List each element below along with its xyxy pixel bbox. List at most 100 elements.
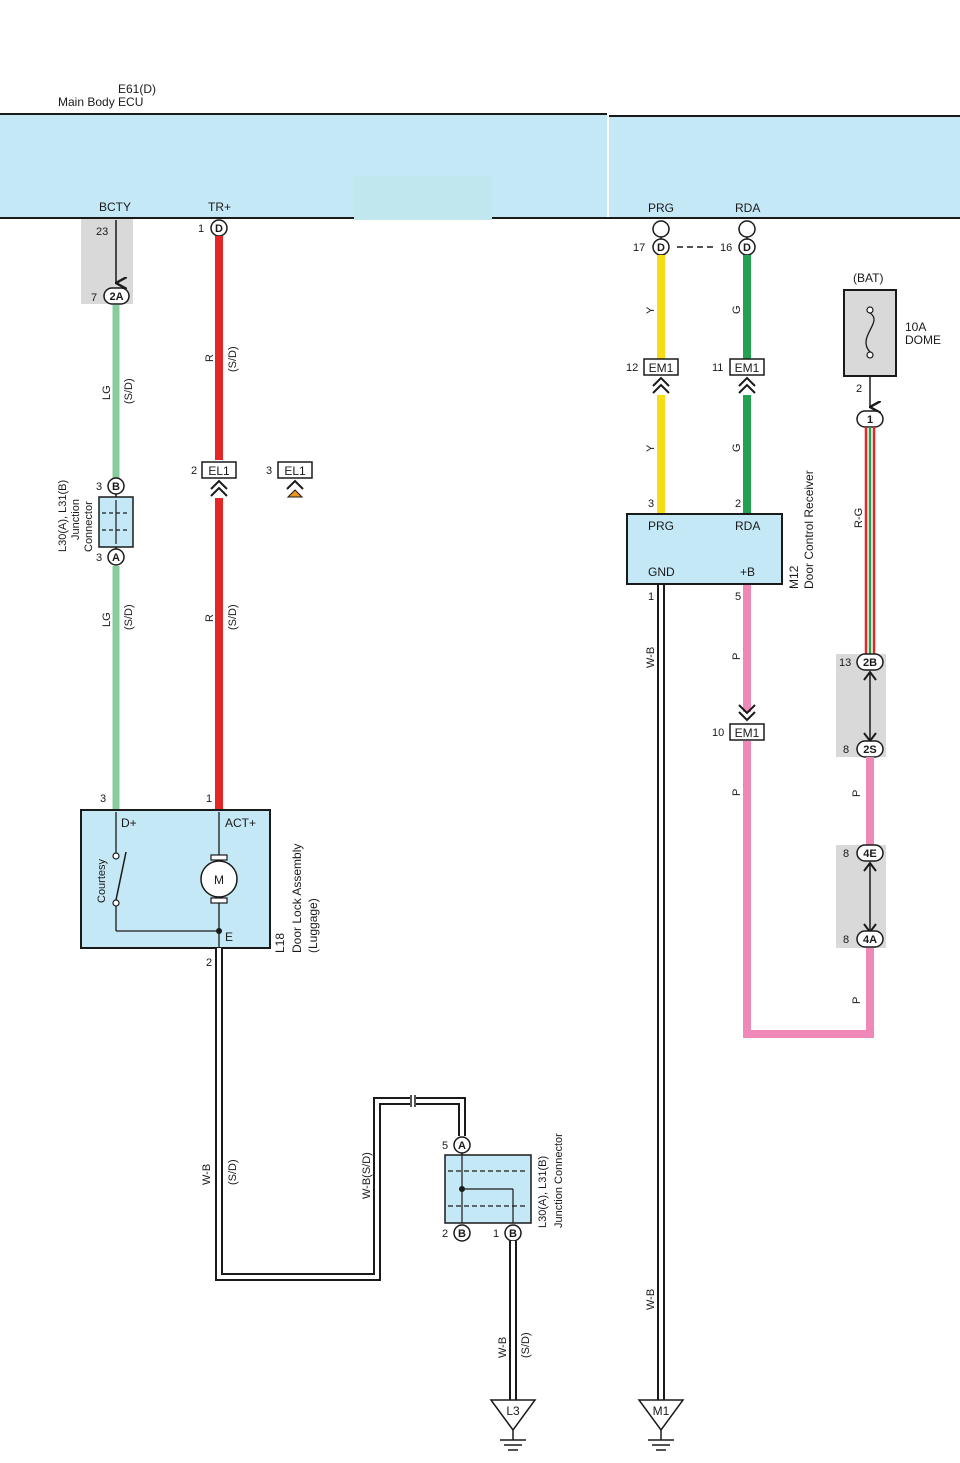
junction-connector-upper: B 3 A 3 L30(A), L31(B) Junction Connecto…	[57, 477, 134, 566]
receiver-circuit: 17 D 16 D Y Y G G 12 EM1 11 EM1 3 2	[626, 220, 874, 1451]
j4e-tag: 4E	[863, 848, 876, 860]
fuse-source: (BAT)	[853, 271, 883, 285]
wire-lg-note-2: (S/D)	[123, 604, 135, 630]
wire-y-code-2: Y	[645, 444, 657, 452]
jc-upper-pin-top: 3	[96, 481, 102, 493]
ecu-shade-patch	[354, 176, 492, 220]
bcty-circuit: 23 7 2A LG (S/D) LG (S/D) B 3 A 3 L30(A)…	[57, 219, 135, 810]
motor-icon	[200, 860, 238, 898]
door-lock-label-actplus: ACT+	[225, 816, 256, 830]
wire-r-code-2: R	[204, 614, 216, 622]
fuse-conn-tag: 1	[867, 414, 873, 426]
em1-y-pin: 12	[626, 362, 638, 374]
wire-p-code-3: P	[851, 790, 863, 797]
fuse-name: DOME	[905, 333, 941, 347]
door-lock-pin-actplus: 1	[206, 793, 212, 805]
jc-lower-tag-b2: B	[458, 1228, 466, 1240]
door-lock-name-1: Door Lock Assembly	[290, 844, 304, 953]
ecu-pin-label-prg: PRG	[648, 201, 674, 215]
door-lock-assembly: D+ ACT+ E Courtesy M L18 Door Lock Assem…	[80, 809, 320, 969]
ecu-body-right	[609, 116, 960, 218]
wire-wb-sd: W-B(S/D)	[361, 1152, 373, 1199]
em1-g-tag: EM1	[735, 361, 760, 375]
main-body-ecu: E61(D) Main Body ECU BCTY TR+ PRG RDA	[0, 82, 960, 220]
door-control-receiver: PRG RDA GND +B M12 Door Control Receiver	[626, 470, 816, 589]
motor-label: M	[214, 873, 224, 887]
wire-lg-code-1: LG	[101, 385, 113, 400]
wb-ground-left: W-B (S/D) W-B(S/D) 5 A B 2 B 1 L30(A), L…	[201, 948, 565, 1451]
jc-upper-tag-a: A	[112, 552, 120, 564]
fuse-rating: 10A	[905, 320, 926, 334]
wire-g-code-1: G	[731, 305, 743, 314]
ecu-pin-label-rda: RDA	[735, 201, 760, 215]
receiver-name: Door Control Receiver	[802, 470, 816, 589]
wire-p-code-1: P	[731, 653, 743, 660]
door-lock-pin-dplus: 3	[100, 793, 106, 805]
el1-b-pin: 3	[266, 465, 272, 477]
wire-g-code-2: G	[731, 443, 743, 452]
dome-fuse-circuit: (BAT) 10A DOME 2 1 R-G 13 2B 8 2S P 8 4E	[836, 271, 941, 1004]
junction-block-2b-2s	[836, 654, 886, 757]
jc-upper-title-3: Connector	[83, 501, 95, 552]
jc-lower-tag-b1: B	[509, 1228, 517, 1240]
receiver-label-rda: RDA	[735, 519, 760, 533]
em1-g-pin: 11	[712, 362, 723, 374]
rda-pin-number: 16	[720, 242, 732, 254]
door-lock-name-2: (Luggage)	[306, 898, 320, 953]
j2s-tag: 2S	[863, 744, 876, 756]
jc-upper-title-2: Junction	[70, 499, 82, 540]
prg-pin-number: 17	[633, 242, 645, 254]
wire-wb-code-4: W-B	[645, 1289, 657, 1310]
em1-p-tag: EM1	[735, 726, 760, 740]
j4a-tag: 4A	[863, 934, 877, 946]
jc-lower-pin-b2: 2	[442, 1228, 448, 1240]
ecu-code: E61(D)	[118, 82, 156, 96]
junction-2a-label: 2A	[109, 291, 123, 303]
wire-wb-note-1: (S/D)	[227, 1159, 239, 1185]
junction-2a-tag	[103, 287, 130, 305]
trplus-connector-tag: D	[215, 223, 223, 235]
jc-upper-title-1: L30(A), L31(B)	[57, 480, 69, 552]
receiver-label-b: +B	[740, 565, 755, 579]
wire-p-code-4: P	[851, 997, 863, 1004]
receiver-pin-gnd: 1	[648, 591, 654, 603]
ecu-pin-label-trplus: TR+	[208, 200, 231, 214]
j2s-pin: 8	[843, 744, 849, 756]
wire-p-code-2: P	[731, 789, 743, 796]
j4e-pin: 8	[843, 848, 849, 860]
connector-em1-g: 11 EM1	[712, 358, 765, 394]
receiver-label-gnd: GND	[648, 565, 675, 579]
fuse-block	[843, 289, 897, 377]
wire-r-code-1: R	[204, 354, 216, 362]
wire-wb-code-3: W-B	[645, 647, 657, 668]
wire-lg-code-2: LG	[101, 612, 113, 627]
el1-a-pin: 2	[191, 465, 197, 477]
j4a-pin: 8	[843, 934, 849, 946]
fuse-pin-out: 2	[856, 383, 862, 395]
jc-lower-pin-a: 5	[442, 1140, 448, 1152]
bcty-pin-number: 23	[96, 226, 108, 238]
junction-connector-lower: 5 A B 2 B 1 L30(A), L31(B) Junction Conn…	[442, 1133, 565, 1242]
jc-upper-tag-b: B	[112, 481, 120, 493]
wire-lg-note-1: (S/D)	[123, 378, 135, 404]
wire-wb-code-1: W-B	[201, 1164, 213, 1185]
receiver-pin-rda: 2	[735, 498, 741, 510]
trplus-circuit: 1 D R (S/D) R (S/D) 2 EL1 3 EL1 1	[191, 219, 313, 810]
connector-em1-p: 10 EM1	[712, 723, 765, 741]
wire-r-note-1: (S/D)	[227, 346, 239, 372]
receiver-pin-prg: 3	[648, 498, 654, 510]
switch-label: Courtesy	[96, 858, 108, 903]
door-lock-pin-e: 2	[206, 957, 212, 969]
wire-r-note-2: (S/D)	[227, 604, 239, 630]
ground-m1-icon: M1	[637, 1399, 685, 1451]
jc-lower-pin-b1: 1	[493, 1228, 499, 1240]
connector-em1-y: 12 EM1	[626, 358, 679, 394]
ecu-name: Main Body ECU	[58, 95, 143, 109]
wire-rg-code: R-G	[853, 508, 865, 528]
ecu-body-left	[0, 114, 607, 218]
ground-l3-icon: L3	[489, 1399, 537, 1451]
door-lock-label-dplus: D+	[121, 816, 137, 830]
wire-wb-note-2: (S/D)	[520, 1332, 532, 1358]
junction-2a-pin: 7	[91, 292, 97, 304]
